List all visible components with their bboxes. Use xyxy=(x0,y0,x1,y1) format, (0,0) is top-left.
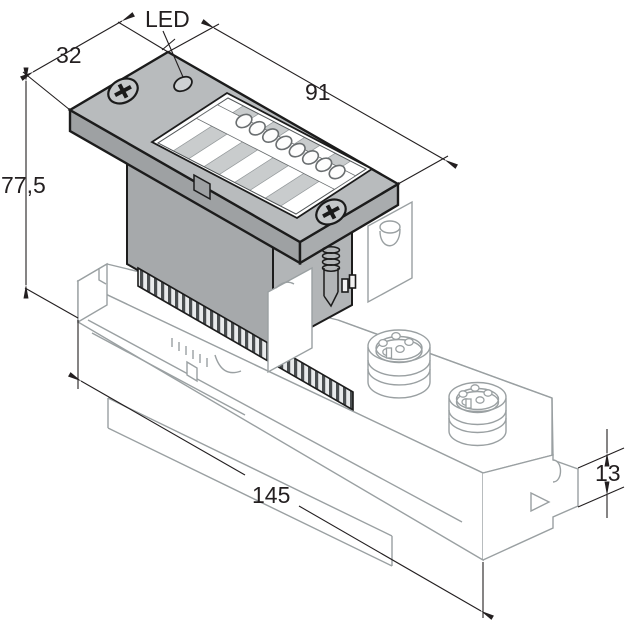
m12-connector xyxy=(448,381,507,447)
led-label: LED xyxy=(145,6,190,32)
dimension-32 xyxy=(20,12,169,111)
led-leader-line xyxy=(162,30,184,78)
latch-slot xyxy=(341,278,349,293)
base-back-edge xyxy=(337,319,553,399)
led-callout xyxy=(161,30,184,78)
dimension-77-5 xyxy=(23,67,79,319)
rail-clip-arc xyxy=(214,354,242,374)
slot-end-wall xyxy=(267,266,313,374)
screw-icon xyxy=(315,198,347,226)
slot-end-wall-arc xyxy=(275,281,295,289)
dimension-91 xyxy=(167,19,458,185)
led-leader-tick xyxy=(161,38,176,51)
din-rail-foot xyxy=(107,397,393,567)
dim-label-91: 91 xyxy=(305,79,331,105)
rail-release-mark xyxy=(530,491,551,513)
spring-screw xyxy=(321,246,341,308)
screw-boss xyxy=(367,200,413,304)
base-left-face xyxy=(77,262,108,324)
dim-label-77-5: 77,5 xyxy=(1,172,46,198)
dim-label-32: 32 xyxy=(56,42,82,68)
dimension-13 xyxy=(577,429,625,518)
base-module xyxy=(77,200,579,567)
dim-label-13: 13 xyxy=(595,460,621,486)
base-front-step-line xyxy=(87,319,463,523)
dim-label-145: 145 xyxy=(252,482,290,508)
led-hole xyxy=(173,75,193,93)
screw-recess-arc xyxy=(552,459,562,483)
base-left-notch xyxy=(98,268,107,285)
latch-slot xyxy=(348,274,357,289)
dimension-annotations xyxy=(20,12,625,620)
label-clip-notch xyxy=(193,173,211,201)
rail-step-notch xyxy=(186,360,198,383)
m12-connector xyxy=(367,329,431,399)
rail-contact-springs xyxy=(171,338,208,367)
screw-boss-hole xyxy=(379,220,401,234)
screw-boss-pocket xyxy=(379,228,401,247)
dimension-145 xyxy=(68,320,494,620)
